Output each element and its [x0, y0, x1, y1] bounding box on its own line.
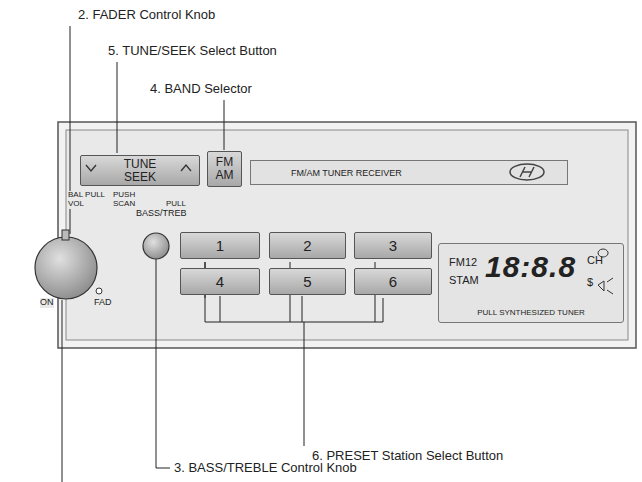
button-label: 5 — [303, 273, 311, 290]
lcd-display: FM12STAM 18:8.8 CH $ PULL SYNTHESIZED TUNER — [438, 243, 624, 323]
button-label: FM/AM TUNER RECEIVER — [291, 168, 402, 178]
callout-label: 2. FADER Control Knob — [78, 8, 215, 22]
button-label: 3 — [389, 237, 397, 254]
display-text: PULL SYNTHESIZED TUNER — [439, 308, 623, 317]
faceplate-inner — [66, 130, 628, 340]
leader-lines — [62, 26, 383, 482]
knob-label: BAL PULL — [68, 191, 105, 200]
display-strip: FM/AM TUNER RECEIVER — [250, 160, 568, 185]
callout-label: 3. BASS/TREBLE Control Knob — [174, 461, 357, 475]
preset-button: 6 — [354, 268, 432, 295]
faceplate — [58, 122, 636, 348]
display-text: 18:8.8 — [485, 252, 576, 282]
preset-button: 2 — [269, 232, 346, 259]
callout-label: 4. BAND Selector — [150, 82, 252, 96]
callout-label: 5. TUNE/SEEK Select Button — [108, 44, 277, 58]
knob-label: PULL — [166, 200, 186, 209]
knob-label: ON — [40, 298, 54, 308]
display-text: CH — [587, 254, 603, 266]
button-label: 1 — [216, 237, 224, 254]
knob-label: FAD — [94, 298, 112, 308]
button-label: 2 — [303, 237, 311, 254]
preset-button: 3 — [354, 232, 432, 259]
preset-button: 1 — [180, 232, 260, 259]
button-label: 4 — [216, 273, 224, 290]
band-button: FM AM — [207, 151, 242, 187]
tune-seek-button: TUNE SEEK — [80, 155, 200, 186]
button-label: 6 — [389, 273, 397, 290]
knob-label: VOL — [68, 200, 84, 209]
display-text: FM12 — [449, 256, 477, 268]
preset-button: 5 — [269, 268, 346, 295]
knob-label: BASS/TREB — [136, 209, 187, 219]
button-label: TUNE SEEK — [118, 158, 162, 183]
preset-button: 4 — [180, 268, 260, 295]
display-text: STAM — [449, 274, 479, 286]
display-text: $ — [587, 276, 593, 288]
bass-treble-knob — [143, 233, 169, 259]
knob-label: PUSH — [113, 191, 135, 200]
fad-dot — [96, 288, 102, 294]
volume-knob — [35, 237, 97, 299]
button-label: FM AM — [213, 156, 237, 181]
knob-marker — [62, 230, 69, 240]
knob-label: SCAN — [113, 200, 135, 209]
